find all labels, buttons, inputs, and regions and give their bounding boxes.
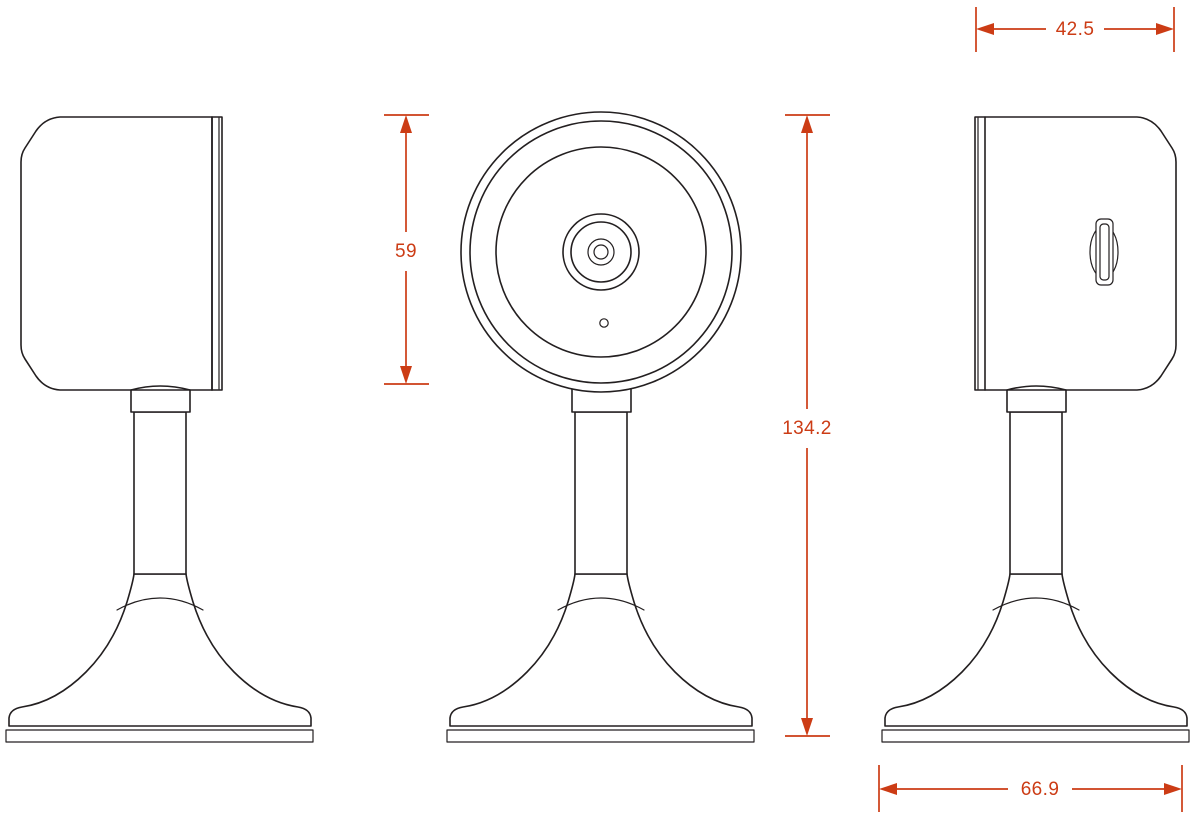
right-view-base-pad [881, 729, 1190, 743]
front-view-base-pad [446, 729, 755, 743]
front-view-lens-inner-ring [570, 221, 632, 283]
right-view-neck-collar [1006, 387, 1067, 413]
dim-59-label: 59 [395, 241, 417, 262]
dim-59-arrow-top [400, 115, 412, 133]
right-view-body-neck-blend [1006, 385, 1067, 391]
right-view-body [984, 116, 1177, 391]
front-view-inner-rim [469, 120, 733, 384]
right-view-base-top-curve [992, 597, 1080, 611]
front-view-lens-aperture [593, 244, 609, 260]
dim-134-label: 134.2 [782, 418, 832, 439]
dim-42-arrow-left [976, 23, 994, 35]
left-view-base-flange [8, 573, 312, 727]
dimension-base-diameter: 66.9 [878, 765, 1183, 812]
left-view-body-neck-blend [130, 385, 191, 391]
left-side-view [5, 116, 314, 743]
dim-66-arrow-right [1164, 783, 1182, 795]
right-view-button-slot-inner [1099, 223, 1110, 281]
right-view-stem [1009, 411, 1063, 575]
dim-59-arrow-bottom [400, 366, 412, 384]
dimension-depth-body: 42.5 [975, 7, 1175, 52]
right-side-view [881, 116, 1190, 743]
dim-134-arrow-bottom [801, 718, 813, 736]
front-view-stem [574, 411, 628, 575]
left-view-neck-collar [130, 387, 191, 413]
left-view-stem [133, 411, 187, 575]
front-view-base-top-curve [557, 597, 645, 611]
left-view-base-top-curve [116, 597, 204, 611]
right-view-rear-face-rim [974, 116, 986, 391]
right-view-base-flange [884, 573, 1188, 727]
front-view-led-indicator [599, 318, 609, 328]
dim-66-arrow-left [879, 783, 897, 795]
front-view [446, 111, 755, 743]
dim-134-arrow-top [801, 115, 813, 133]
dimension-height-overall: 134.2 [782, 114, 832, 737]
left-view-front-face-rim [211, 116, 223, 391]
front-view-faceplate [495, 146, 707, 358]
dimension-height-body: 59 [384, 114, 429, 385]
left-view-body [20, 116, 213, 391]
front-view-base-flange [449, 573, 753, 727]
left-view-base-pad [5, 729, 314, 743]
dim-42-arrow-right [1156, 23, 1174, 35]
dim-42-label: 42.5 [1056, 19, 1095, 40]
dim-66-label: 66.9 [1021, 779, 1060, 800]
